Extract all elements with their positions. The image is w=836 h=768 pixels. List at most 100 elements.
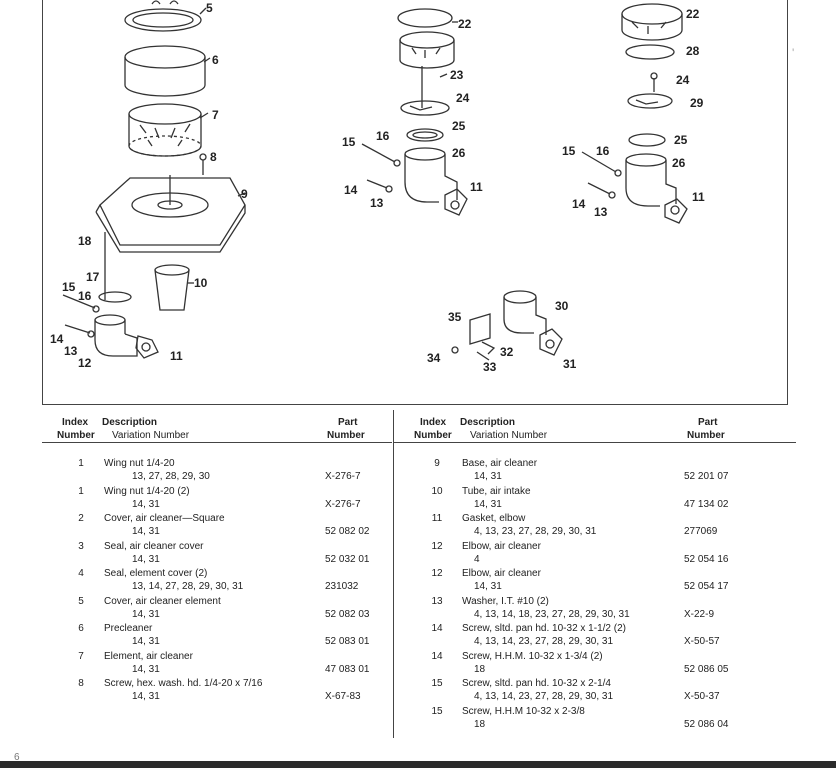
callout-14: 14 bbox=[50, 332, 64, 346]
callout-16: 16 bbox=[78, 289, 92, 303]
header-part-number: Number bbox=[687, 430, 725, 441]
part-description: Seal, air cleaner cover bbox=[104, 540, 204, 552]
callout-34: 34 bbox=[427, 351, 441, 365]
callout-15-mid: 15 bbox=[342, 135, 356, 149]
callout-24-right: 24 bbox=[676, 73, 690, 87]
variation-numbers: 14, 31 bbox=[474, 498, 502, 510]
part-description: Screw, sltd. pan hd. 10-32 x 2-1/4 bbox=[462, 678, 611, 689]
index-number: 9 bbox=[434, 458, 440, 469]
callout-13-mid: 13 bbox=[370, 196, 384, 210]
exploded-parts-diagram: 5 6 7 8 9 18 17 15 16 10 14 13 12 11 22 … bbox=[50, 0, 705, 374]
part-description: Base, air cleaner bbox=[462, 458, 538, 469]
part-description: Wing nut 1/4-20 (2) bbox=[104, 485, 190, 497]
variation-numbers: 14, 31 bbox=[474, 471, 502, 482]
variation-numbers: 14, 31 bbox=[132, 498, 160, 510]
parts-diagram-frame bbox=[42, 0, 788, 405]
callout-25-mid: 25 bbox=[452, 119, 466, 133]
callout-25-right: 25 bbox=[674, 133, 688, 147]
index-number: 6 bbox=[78, 623, 84, 634]
index-number: 13 bbox=[431, 595, 443, 607]
variation-numbers: 14, 31 bbox=[132, 526, 160, 537]
index-number: 10 bbox=[431, 485, 443, 497]
part-description: Screw, sltd. pan hd. 10-32 x 1-1/2 (2) bbox=[462, 623, 626, 634]
index-number: 2 bbox=[78, 513, 84, 524]
callout-29-right: 29 bbox=[690, 96, 704, 110]
index-number: 1 bbox=[78, 485, 84, 497]
index-number: 3 bbox=[78, 540, 84, 552]
table-header-left: Index Number Description Variation Numbe… bbox=[42, 410, 392, 443]
callout-32: 32 bbox=[500, 345, 514, 359]
callout-11: 11 bbox=[170, 349, 183, 363]
part-description: Elbow, air cleaner bbox=[462, 540, 541, 552]
table-row: 1 Wing nut 1/4-20 13, 27, 28, 29, 30 X-276-… bbox=[42, 456, 392, 484]
callout-35: 35 bbox=[448, 310, 462, 324]
header-number: Number bbox=[57, 430, 95, 441]
callout-15: 15 bbox=[62, 280, 76, 294]
variation-numbers: 4, 13, 14, 18, 23, 27, 28, 29, 30, 31 bbox=[474, 608, 630, 620]
header-index: Index bbox=[420, 417, 447, 428]
part-number: X-50-37 bbox=[684, 691, 720, 702]
part-description: Seal, element cover (2) bbox=[104, 568, 208, 579]
part-number: X-276-7 bbox=[325, 471, 361, 482]
part-number: X-276-7 bbox=[325, 498, 361, 510]
callout-31: 31 bbox=[563, 357, 577, 371]
table-row: 1 Wing nut 1/4-20 (2)14, 31 X-276-7 bbox=[42, 484, 392, 512]
callout-12: 12 bbox=[78, 356, 92, 370]
part-description: Elbow, air cleaner bbox=[462, 568, 541, 579]
part-number: 52 082 02 bbox=[325, 526, 370, 537]
header-description: Description bbox=[460, 417, 516, 428]
index-number: 12 bbox=[431, 568, 443, 579]
part-description: Gasket, elbow bbox=[462, 513, 526, 524]
variation-numbers: 14, 31 bbox=[132, 636, 160, 647]
part-number: 52 086 05 bbox=[684, 663, 729, 675]
part-number: 47 083 01 bbox=[325, 663, 370, 675]
variation-numbers: 14, 31 bbox=[132, 553, 160, 565]
index-number: 11 bbox=[431, 513, 443, 524]
part-number: 47 134 02 bbox=[684, 498, 729, 510]
part-number: 52 032 01 bbox=[325, 553, 370, 565]
index-number: 1 bbox=[78, 458, 84, 469]
callout-13: 13 bbox=[64, 344, 78, 358]
part-number: X-67-83 bbox=[325, 691, 361, 702]
table-row: 2 Cover, air cleaner—Square 14, 31 52 082 0… bbox=[42, 511, 392, 539]
callout-24-mid: 24 bbox=[456, 91, 470, 105]
callout-15-right: 15 bbox=[562, 144, 576, 158]
part-description: Cover, air cleaner—Square bbox=[104, 513, 225, 524]
part-description: Wing nut 1/4-20 bbox=[104, 458, 175, 469]
variation-numbers: 13, 14, 27, 28, 29, 30, 31 bbox=[132, 581, 244, 592]
part-number: 52 086 04 bbox=[684, 718, 729, 730]
callout-14-mid: 14 bbox=[344, 183, 358, 197]
header-number: Number bbox=[414, 430, 452, 441]
part-description: Screw, hex. wash. hd. 1/4-20 x 7/16 bbox=[104, 678, 263, 689]
variation-numbers: 18 bbox=[474, 718, 486, 730]
part-description: Screw, H.H.M 10-32 x 2-3/8 bbox=[462, 705, 585, 717]
callout-22-right: 22 bbox=[686, 7, 700, 21]
table-header-right: Index Number Description Variation Numbe… bbox=[394, 410, 796, 443]
index-number: 15 bbox=[431, 678, 443, 689]
callout-26-mid: 26 bbox=[452, 146, 466, 160]
variation-numbers: 13, 27, 28, 29, 30 bbox=[132, 471, 210, 482]
callout-33: 33 bbox=[483, 360, 497, 374]
parts-table-right-column: Index Number Description Variation Numbe… bbox=[393, 410, 796, 738]
header-part-number: Number bbox=[327, 430, 365, 441]
callout-18: 18 bbox=[78, 234, 92, 248]
callout-22-mid: 22 bbox=[458, 17, 472, 31]
callout-7: 7 bbox=[212, 108, 219, 122]
part-number: X-22-9 bbox=[684, 608, 715, 620]
part-number: 52 082 03 bbox=[325, 608, 370, 620]
callout-13-right: 13 bbox=[594, 205, 608, 219]
callout-16-right: 16 bbox=[596, 144, 610, 158]
